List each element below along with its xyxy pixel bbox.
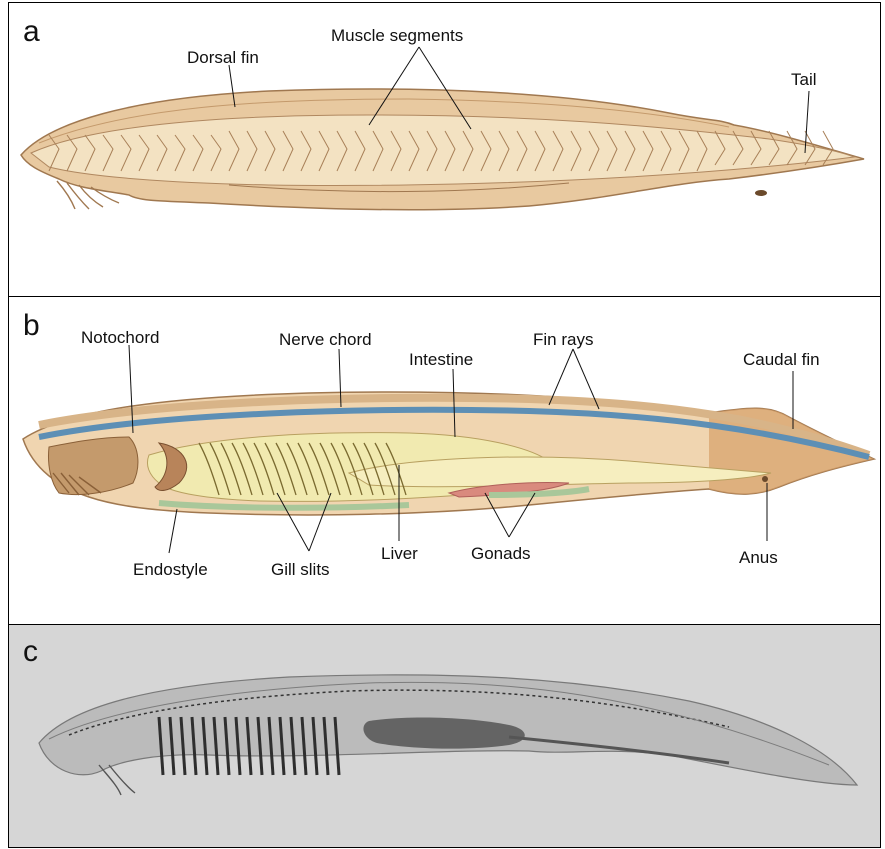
label-nerve-chord: Nerve chord — [279, 330, 372, 349]
label-endostyle: Endostyle — [133, 560, 208, 579]
label-dorsal-fin: Dorsal fin — [187, 48, 259, 67]
panel-a: a Dorsal fin Muscle segments Tail — [8, 2, 881, 298]
label-gill-slits: Gill slits — [271, 560, 330, 579]
label-caudal-fin: Caudal fin — [743, 350, 820, 369]
label-fin-rays: Fin rays — [533, 330, 593, 349]
label-notochord: Notochord — [81, 328, 159, 347]
lancelet-micrograph — [9, 625, 881, 848]
panel-c: c — [8, 624, 881, 848]
label-tail: Tail — [791, 70, 817, 89]
label-anus: Anus — [739, 548, 778, 567]
label-liver: Liver — [381, 544, 418, 563]
lancelet-internal-illustration: Notochord Nerve chord Intestine Fin rays… — [9, 297, 881, 626]
label-muscle-segments: Muscle segments — [331, 26, 463, 45]
oral-hood — [48, 437, 137, 495]
label-gonads: Gonads — [471, 544, 531, 563]
panel-b: b — [8, 296, 881, 626]
label-intestine: Intestine — [409, 350, 473, 369]
lancelet-external-illustration: Dorsal fin Muscle segments Tail — [9, 3, 881, 298]
